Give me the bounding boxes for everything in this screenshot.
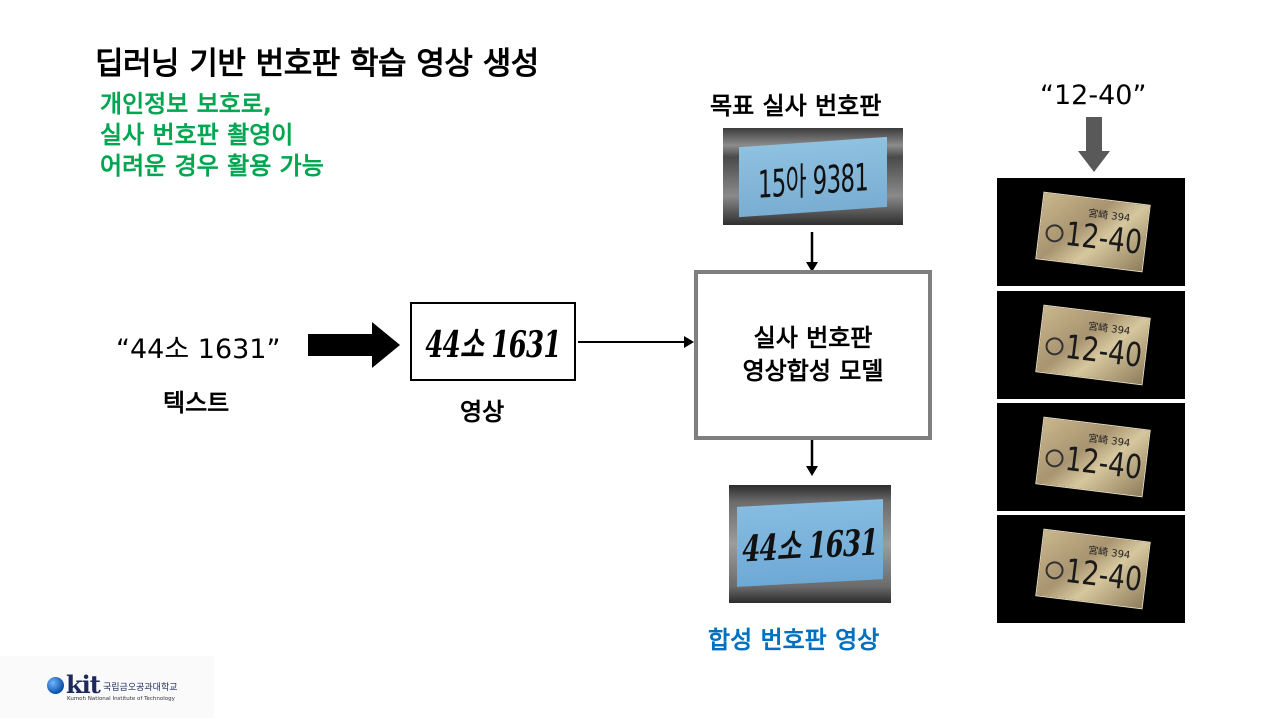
plate-number: 12-40 bbox=[1063, 213, 1145, 262]
privacy-note: 개인정보 보호로, 실사 번호판 촬영이 어려운 경우 활용 가능 bbox=[100, 89, 324, 182]
plate-number: 12-40 bbox=[1063, 326, 1145, 375]
model-line-2: 영상합성 모델 bbox=[742, 357, 884, 385]
logo-korean-name: 국립금오공과대학교 bbox=[103, 683, 178, 693]
synthesized-plate-label: 합성 번호판 영상 bbox=[708, 626, 880, 654]
generated-image: 44소 1631 bbox=[410, 302, 576, 381]
plate-emblem-icon bbox=[1044, 336, 1065, 357]
target-plate-text: 15아 9381 bbox=[757, 154, 869, 207]
example-arrow-shaft bbox=[1086, 117, 1102, 151]
globe-icon bbox=[47, 677, 64, 694]
target-plate-image: 15아 9381 bbox=[723, 128, 903, 225]
arrow-model-down-head bbox=[806, 466, 818, 476]
input-text-label: 텍스트 bbox=[163, 389, 230, 417]
thick-arrow bbox=[308, 322, 400, 368]
arrow-target-down-head bbox=[806, 262, 818, 272]
plate-number: 12-40 bbox=[1063, 550, 1145, 599]
target-plate-label: 목표 실사 번호판 bbox=[710, 92, 882, 120]
logo-mark: kit bbox=[66, 670, 101, 699]
logo-english-name: Kumoh National Institute of Technology bbox=[67, 696, 175, 702]
example-arrow-head bbox=[1078, 151, 1110, 172]
plate-number: 12-40 bbox=[1063, 438, 1145, 487]
note-line: 개인정보 보호로, bbox=[100, 90, 273, 118]
arrow-to-model-head bbox=[684, 336, 694, 348]
note-line: 어려운 경우 활용 가능 bbox=[100, 152, 324, 180]
plate-emblem-icon bbox=[1044, 448, 1065, 469]
synthesized-plate-text: 44소 1631 bbox=[742, 521, 878, 571]
synthesis-model-box: 실사 번호판 영상합성 모델 bbox=[694, 270, 932, 440]
example-text-quote: “12-40” bbox=[1040, 80, 1147, 111]
plate-emblem-icon bbox=[1044, 560, 1065, 581]
synthesized-plate-image: 44소 1631 bbox=[729, 485, 891, 603]
plate-emblem-icon bbox=[1044, 223, 1065, 244]
input-text-quote: “44소 1631” bbox=[116, 334, 281, 365]
note-line: 실사 번호판 촬영이 bbox=[100, 121, 294, 149]
generated-image-label: 영상 bbox=[460, 398, 505, 426]
generated-image-text: 44소 1631 bbox=[425, 323, 561, 366]
university-logo: kit 국립금오공과대학교 Kumoh National Institute o… bbox=[0, 656, 214, 718]
page-title: 딥러닝 기반 번호판 학습 영상 생성 bbox=[95, 46, 539, 82]
model-line-1: 실사 번호판 bbox=[753, 324, 873, 352]
